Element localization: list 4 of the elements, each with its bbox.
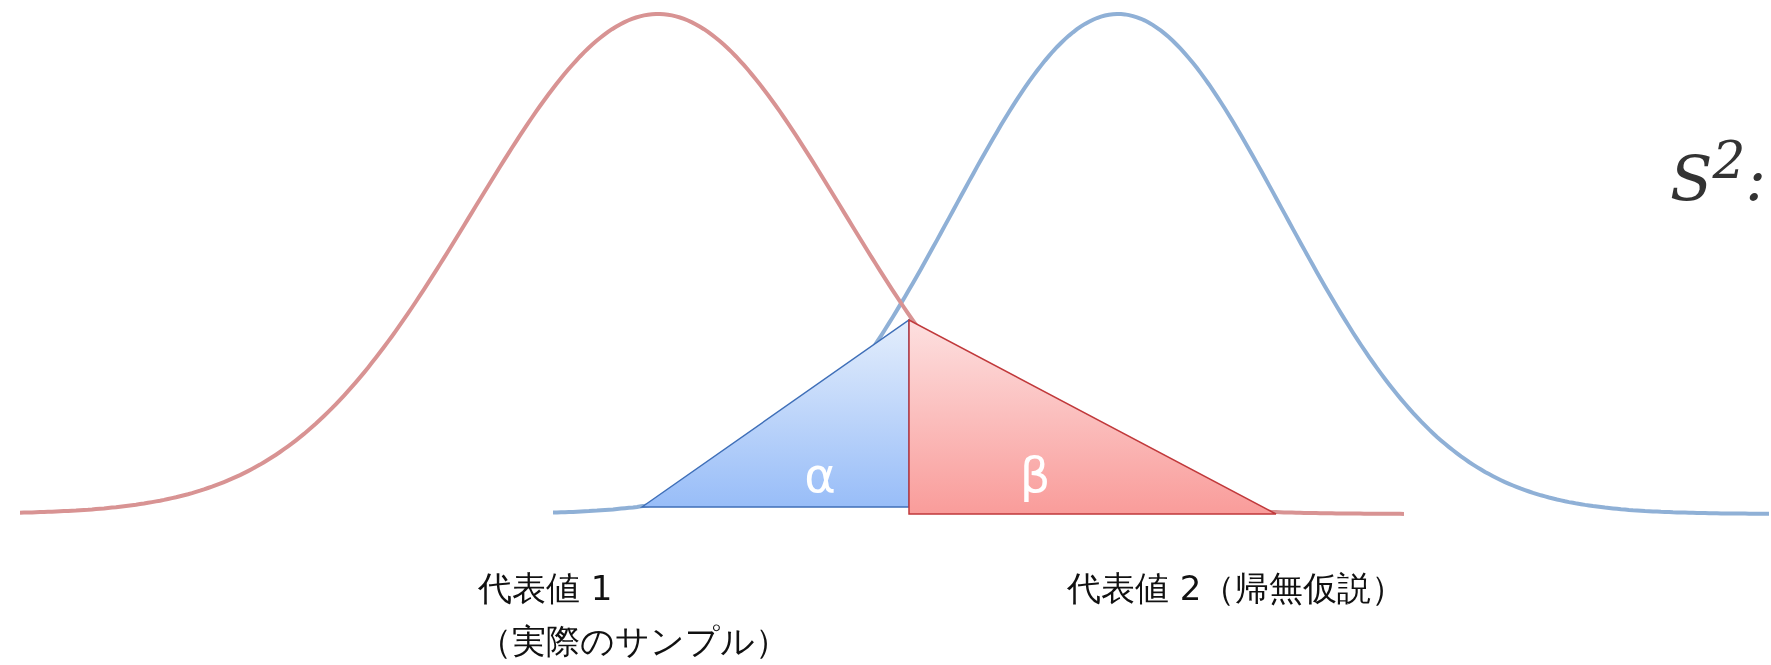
- axis-value-label: 代表値 1（実際のサンプル）: [478, 567, 790, 663]
- formula-text: S$^{2}$:: [1670, 129, 1767, 217]
- greek-letter-label: α: [804, 451, 836, 499]
- axis-value-label: 代表値 2（帰無仮説）: [1067, 567, 1406, 610]
